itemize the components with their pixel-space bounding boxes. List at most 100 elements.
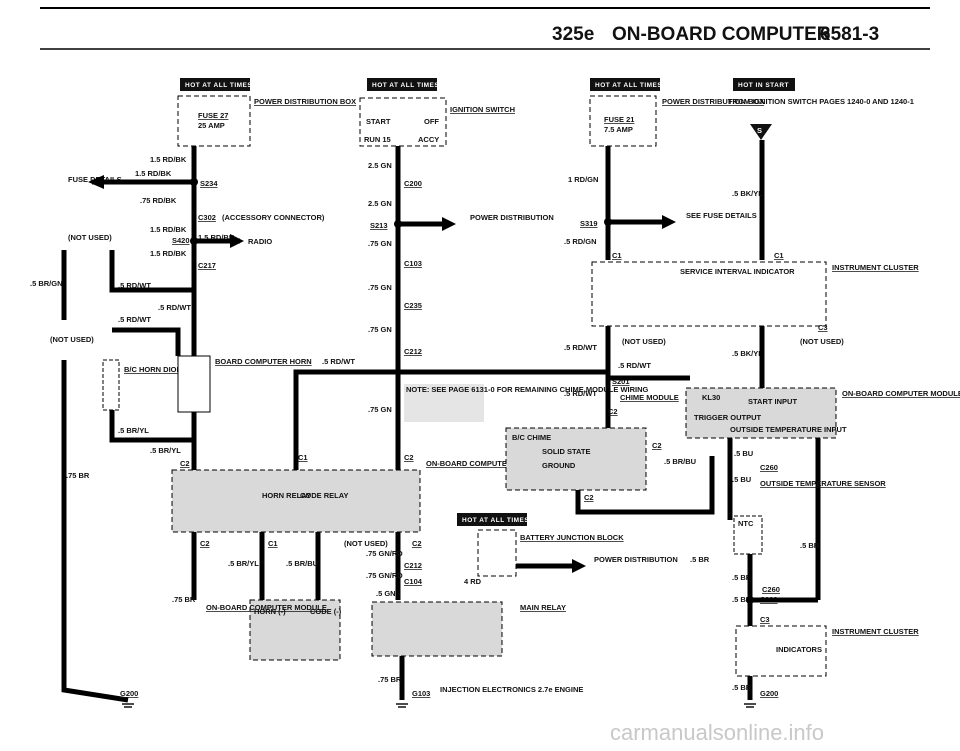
wire-label-w2: 1.5 RD/BK (135, 169, 172, 178)
connector-s213: S213 (370, 221, 388, 230)
connector-c1-right: C1 (612, 251, 622, 260)
s-marker: S (757, 126, 762, 135)
connector-c260: C260 (760, 463, 778, 472)
connector-c2-chime3: C2 (584, 493, 594, 502)
service-interval-indicator: SERVICE INTERVAL INDICATOR INSTRUMENT CL… (591, 261, 919, 327)
svg-text:CODE (-): CODE (-) (310, 607, 342, 616)
badge-hot-at-all-times-1: HOT AT ALL TIMES (180, 78, 252, 91)
header-page-number: 6581-3 (820, 24, 879, 45)
svg-text:SOLID STATE: SOLID STATE (542, 447, 590, 456)
connector-c212-b: C212 (404, 561, 422, 570)
wire-label-w34: .5 GN (376, 589, 396, 598)
wire-ground-left (61, 360, 129, 703)
svg-text:SERVICE INTERVAL INDICATOR: SERVICE INTERVAL INDICATOR (680, 267, 795, 276)
header-title: ON-BOARD COMPUTER (612, 24, 831, 45)
connector-c2-c: C2 (200, 539, 210, 548)
wire-label-w25: .5 BR/BU (664, 457, 696, 466)
arrow-radio (230, 234, 244, 248)
wire-rd-wt-bus (293, 369, 608, 470)
svg-text:OUTSIDE TEMPERATURE INPUT: OUTSIDE TEMPERATURE INPUT (730, 425, 847, 434)
svg-text:ACCY: ACCY (418, 135, 439, 144)
connector-g200-right: G200 (760, 689, 778, 698)
wire-rd-wt-loop (109, 250, 194, 293)
connector-c212: C212 (404, 347, 422, 356)
wire-label-w20: .5 RD/GN (564, 237, 597, 246)
svg-text:BOARD COMPUTER HORN: BOARD COMPUTER HORN (215, 357, 312, 366)
connector-c2-b: C2 (404, 453, 414, 462)
wire-label-w1: 1.5 RD/BK (150, 155, 187, 164)
svg-text:START INPUT: START INPUT (748, 397, 797, 406)
battery-junction-block: BATTERY JUNCTION BLOCK (477, 529, 624, 577)
connector-g103: G103 (412, 689, 430, 698)
svg-text:MAIN RELAY: MAIN RELAY (520, 603, 566, 612)
svg-text:HOT AT ALL TIMES: HOT AT ALL TIMES (372, 82, 439, 89)
svg-text:INSTRUMENT CLUSTER: INSTRUMENT CLUSTER (832, 627, 919, 636)
wire-label-w40: .5 BR (690, 555, 710, 564)
wire-label-w31: .5 BR (732, 683, 752, 692)
wire-label-w38: .5 BR/BU (286, 559, 318, 568)
not-used-top-label: (NOT USED) (68, 233, 112, 242)
svg-text:POWER DISTRIBUTION BOX: POWER DISTRIBUTION BOX (254, 97, 356, 106)
s-marker-triangle (750, 124, 772, 140)
wire-label-w14: 2.5 GN (368, 199, 392, 208)
indicators-box: INDICATORS INSTRUMENT CLUSTER (735, 625, 919, 677)
wire-label-w26: .5 BU (734, 449, 753, 458)
connector-c235: C235 (404, 301, 422, 310)
wire-label-w28: .5 BR (800, 541, 820, 550)
wire-label-w5: 1.5 RD/BK (198, 233, 235, 242)
svg-text:ON-BOARD COMPUTER MODULE: ON-BOARD COMPUTER MODULE (206, 603, 327, 612)
main-relay: MAIN RELAY (371, 601, 566, 657)
wire-chime-ground (575, 456, 715, 515)
hot-in-start-note: FROM IGNITION SWITCH PAGES 1240-0 AND 12… (728, 97, 914, 106)
wire-label-w9: .5 BR/GN (30, 279, 63, 288)
wire-label-w6: .5 RD/WT (118, 281, 151, 290)
ground-symbol-right (744, 703, 756, 708)
badge-hot-at-all-times-4: HOT AT ALL TIMES (457, 513, 529, 526)
wire-label-rdwt-mid: .5 RD/WT (322, 357, 355, 366)
relay-box: ON-BOARD COMPUTER RELAY BOX HORN RELAY C… (171, 459, 557, 533)
connector-c1-a: C1 (298, 453, 308, 462)
connector-s234: S234 (200, 179, 218, 188)
obc-module-bottom: ON-BOARD COMPUTER MODULE HORN (-) CODE (… (206, 599, 342, 661)
connector-c2-chime: C2 (608, 407, 618, 416)
wire-label-w22: .5 BK/YL (732, 349, 763, 358)
header-model: 325e (552, 24, 594, 45)
svg-text:FUSE 27: FUSE 27 (198, 111, 228, 120)
injection-label: INJECTION ELECTRONICS 2.7e ENGINE (440, 685, 583, 694)
svg-text:HOT AT ALL TIMES: HOT AT ALL TIMES (595, 82, 662, 89)
svg-text:NOTE: SEE PAGE 6131-0 FOR REMA: NOTE: SEE PAGE 6131-0 FOR REMAINING CHIM… (406, 385, 649, 394)
wire-label-w11: .5 BR/YL (150, 446, 181, 455)
svg-text:7.5 AMP: 7.5 AMP (604, 125, 633, 134)
ground-symbol-left (122, 703, 134, 708)
arrow-fuse-details (88, 175, 104, 189)
wire-label-rdwt-right: .5 RD/WT (618, 361, 651, 370)
svg-text:HOT IN START: HOT IN START (738, 82, 789, 89)
wire-label-w13: 2.5 GN (368, 161, 392, 170)
connector-c104: C104 (404, 577, 423, 586)
wire-label-w8: .5 RD/WT (118, 315, 151, 324)
wire-label-w3: .75 RD/BK (140, 196, 177, 205)
wire-label-w32: .75 GN/RD (366, 549, 403, 558)
badge-hot-in-start: HOT IN START (733, 78, 795, 91)
power-distribution-1: POWER DISTRIBUTION (470, 213, 554, 222)
wire-label-w36: .75 BR (378, 675, 402, 684)
wire-label-w30: .5 BR (732, 595, 752, 604)
svg-text:TRIGGER OUTPUT: TRIGGER OUTPUT (694, 413, 762, 422)
svg-text:B/C CHIME: B/C CHIME (512, 433, 551, 442)
wire-horn-feed (112, 327, 181, 356)
connector-c260-b: C260 (762, 585, 780, 594)
wire-label-w29: .5 BR (732, 573, 752, 582)
wire-label-w39: .75 BR (172, 595, 196, 604)
note-box: NOTE: SEE PAGE 6131-0 FOR REMAINING CHIM… (404, 384, 649, 422)
svg-text:OFF: OFF (424, 117, 439, 126)
connector-c1-b: C1 (268, 539, 278, 548)
connector-g200-left: G200 (120, 689, 138, 698)
svg-text:ON-BOARD COMPUTER MODULE: ON-BOARD COMPUTER MODULE (842, 389, 960, 398)
fuse-box-right: FUSE 21 7.5 AMP POWER DISTRIBUTION BOX (589, 95, 764, 147)
wire-label-w15: .75 GN (368, 239, 392, 248)
connector-c302: C302 (198, 213, 216, 222)
wire-label-w10: .5 BR/YL (118, 426, 149, 435)
fuse-box-left: FUSE 27 25 AMP POWER DISTRIBUTION BOX (177, 95, 356, 147)
